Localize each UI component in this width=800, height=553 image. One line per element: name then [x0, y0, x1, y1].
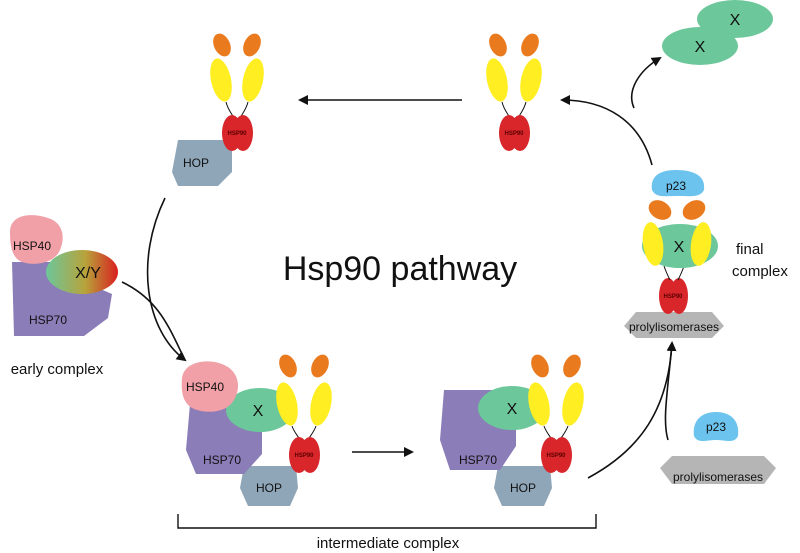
hsp90-nterm-shape	[648, 200, 672, 220]
hsp90-nterm-shape	[682, 200, 706, 220]
prolylisomerases-label: prolylisomerases	[629, 320, 719, 334]
hsp90-middle-shape	[210, 58, 232, 102]
hsp40-shape	[10, 215, 63, 264]
intermediate-complex-2: HOP HSP70 X HSP90	[440, 354, 584, 506]
released-client-group: X X	[662, 0, 773, 65]
hop-label: HOP	[183, 156, 209, 170]
hsp90-middle-shape	[562, 382, 584, 426]
final-complex-label-line1: final	[736, 241, 764, 258]
hsp90-label: HSP90	[663, 294, 683, 300]
arrow-final-release	[560, 95, 653, 166]
p23-shape	[651, 170, 705, 197]
prolylisomerases-shape	[660, 456, 776, 484]
arrow-to-final	[587, 341, 677, 479]
hsp90-nterm-shape	[213, 33, 231, 57]
hsp90-middle-shape	[642, 222, 664, 266]
hsp90-cterm-shape	[552, 437, 572, 473]
client-label: X	[730, 12, 741, 29]
hsp90-nterm-shape	[531, 354, 549, 378]
p23-shape	[693, 412, 739, 441]
hsp90-free: HSP90	[486, 33, 542, 151]
diagram-title: Hsp90 pathway	[283, 250, 517, 288]
arrow-p23-merge	[664, 342, 673, 441]
client-protein-shape	[697, 0, 773, 38]
hsp90-nterm-shape	[311, 354, 329, 378]
hsp90-middle-shape	[242, 58, 264, 102]
hsp90-linker	[663, 265, 685, 281]
hsp70-shape	[12, 262, 112, 336]
hsp90-middle-shape	[528, 382, 550, 426]
hsp90-middle-shape	[486, 58, 508, 102]
hsp90-middle-shape	[520, 58, 542, 102]
hsp90-nterm-shape	[521, 33, 539, 57]
hsp90-nterm-shape	[279, 354, 297, 378]
client-protein-shape	[662, 27, 738, 65]
hsp40-label: HSP40	[186, 380, 224, 394]
final-complex-label-line2: complex	[732, 263, 788, 280]
early-complex-label: early complex	[11, 361, 104, 378]
hop-label: HOP	[510, 481, 536, 495]
prolylisomerases-shape	[624, 312, 724, 338]
hsp40-shape	[181, 361, 238, 412]
hop-shape	[494, 466, 552, 506]
client-label: X	[253, 403, 264, 420]
p23-label: p23	[666, 179, 686, 193]
arrow-hop-to-intermediate	[146, 197, 187, 362]
client-xy-shape	[46, 250, 118, 294]
hsp90-nterm-shape	[243, 33, 261, 57]
hsp90-cterm-shape	[300, 437, 320, 473]
hsp90-label: HSP90	[294, 453, 314, 459]
arrow-early-merge	[121, 281, 186, 361]
hop-label: HOP	[256, 481, 282, 495]
hsp90-nterm-shape	[489, 33, 507, 57]
intermediate-complex-label: intermediate complex	[317, 535, 460, 552]
hsp40-label: HSP40	[13, 239, 51, 253]
arrow-client-release	[630, 56, 662, 109]
client-label: X	[674, 239, 685, 256]
hsp70-label: HSP70	[459, 453, 497, 467]
hop-shape	[240, 466, 298, 506]
hsp90-middle-shape	[310, 382, 332, 426]
early-complex: HSP40 X/Y HSP70 early complex	[10, 215, 118, 378]
client-label: X	[507, 401, 518, 418]
hsp90-label: HSP90	[546, 453, 566, 459]
hsp90-middle-shape	[276, 382, 298, 426]
hsp90-nterm-shape	[563, 354, 581, 378]
intermediate-bracket	[177, 514, 597, 529]
intermediate-complex-1: HOP HSP70 X HSP40 HSP90	[181, 354, 332, 506]
hsp90-middle-shape	[690, 222, 712, 266]
final-complex: prolylisomerases HSP90 X p23 final compl…	[624, 170, 788, 338]
free-cochaperones: p23 prolylisomerases	[660, 412, 776, 484]
p23-label: p23	[706, 420, 726, 434]
hsp90-cterm-shape	[233, 115, 253, 151]
client-xy-label: X/Y	[75, 265, 101, 282]
hsp90-hop-complex: HOP HSP90	[172, 33, 264, 186]
hsp70-label: HSP70	[203, 453, 241, 467]
hsp70-label: HSP70	[29, 313, 67, 327]
hsp90-label: HSP90	[227, 131, 247, 137]
hsp90-cterm-shape	[510, 115, 530, 151]
prolylisomerases-label: prolylisomerases	[673, 470, 763, 484]
hsp90-label: HSP90	[504, 131, 524, 137]
client-label: X	[695, 39, 706, 56]
hop-shape	[172, 140, 232, 186]
hsp90-cterm-shape	[670, 278, 688, 314]
